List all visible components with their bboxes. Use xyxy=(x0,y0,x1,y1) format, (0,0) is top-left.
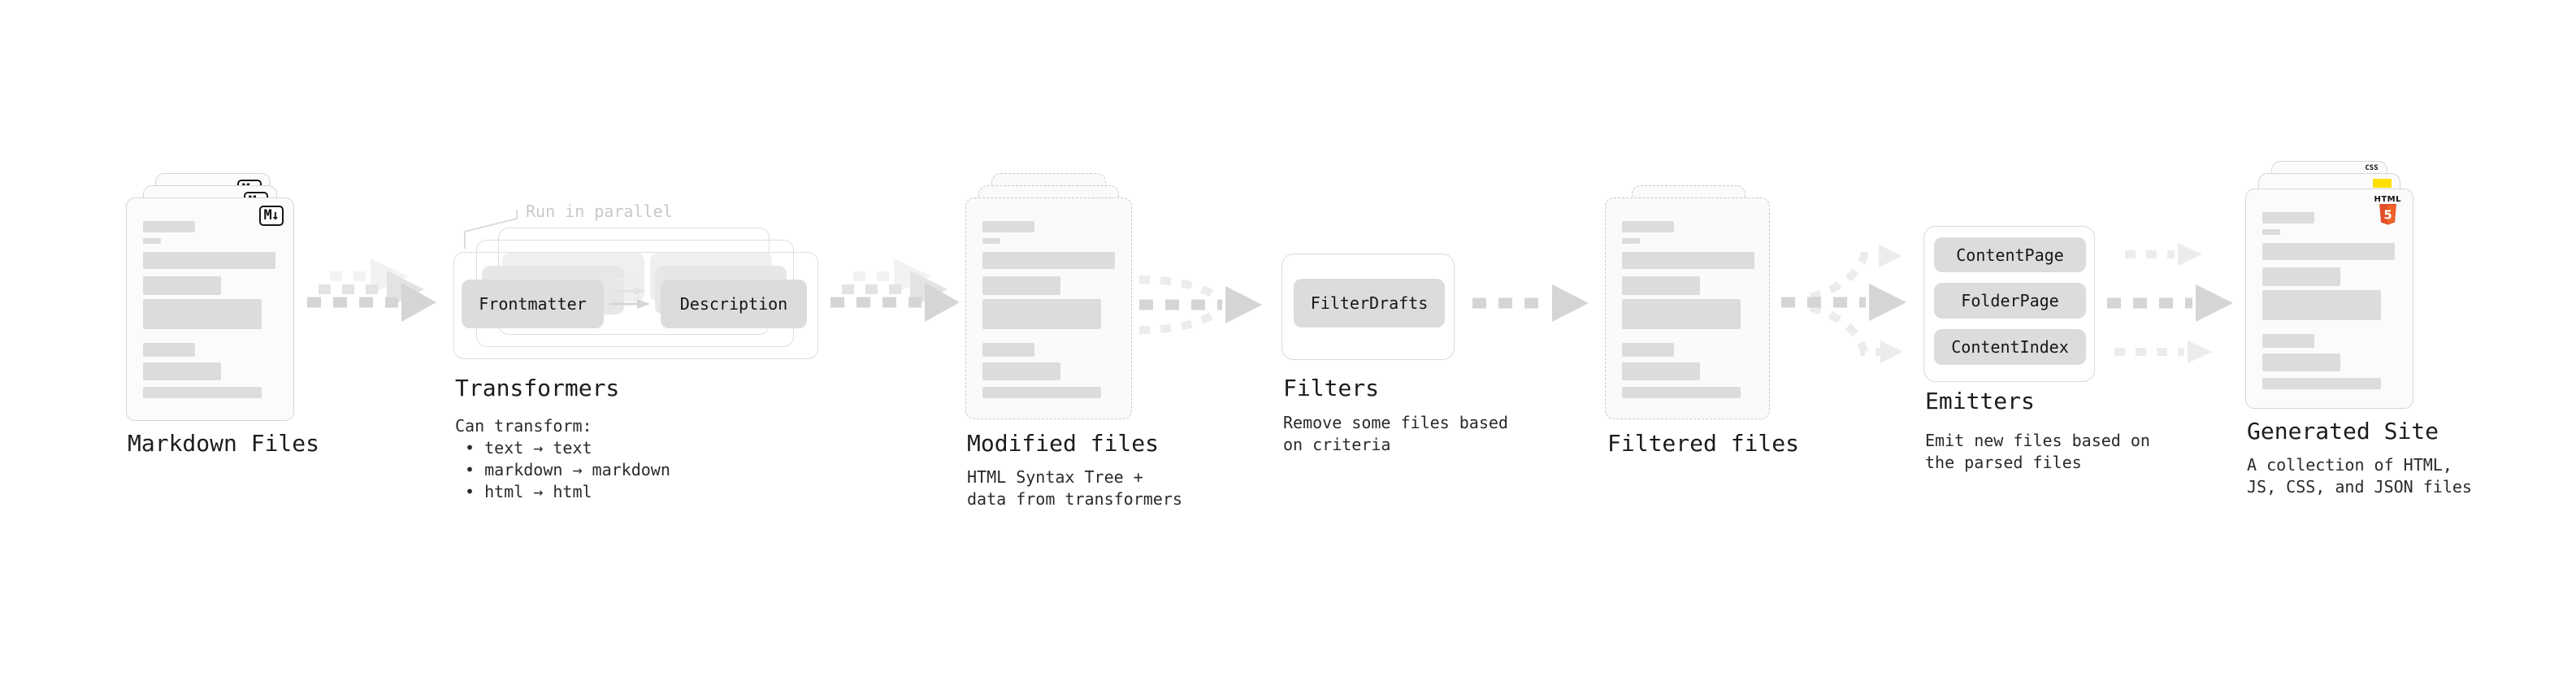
modified-files-description: HTML Syntax Tree + data from transformer… xyxy=(967,466,1182,510)
generated-site-label: Generated Site xyxy=(2247,418,2439,445)
text-line-bar xyxy=(982,238,1000,244)
modified-files-label: Modified files xyxy=(967,430,1160,457)
generated-site-card: HTML 5 xyxy=(2245,189,2413,409)
text-line-bar xyxy=(143,221,195,232)
text-line-bar xyxy=(143,252,275,269)
generated-site-description: A collection of HTML, JS, CSS, and JSON … xyxy=(2247,454,2472,498)
text-line-bar xyxy=(982,362,1060,380)
folderpage-chip: FolderPage xyxy=(1934,283,2086,319)
file-text-lines xyxy=(143,221,275,398)
description-line: HTML Syntax Tree + xyxy=(967,467,1143,487)
transformer-box-front xyxy=(453,252,818,359)
modified-file-card xyxy=(965,197,1132,419)
description-chip: Description xyxy=(661,280,807,328)
arrow-filtered-to-emitters xyxy=(1781,245,1906,363)
description-line: • html → html xyxy=(465,482,592,501)
arrow-transformers-to-modified xyxy=(830,258,960,322)
text-line-bar xyxy=(1622,221,1674,232)
text-line-bar xyxy=(143,362,221,380)
arrow-modified-to-filters xyxy=(1138,275,1262,334)
svg-text:5: 5 xyxy=(2383,209,2392,223)
description-line: on criteria xyxy=(1283,435,1391,454)
text-line-bar xyxy=(982,252,1115,269)
description-line: • text → text xyxy=(465,438,592,458)
text-line-bar xyxy=(143,299,262,329)
text-line-bar xyxy=(143,387,262,398)
text-line-bar xyxy=(982,221,1034,232)
text-line-bar xyxy=(2262,243,2395,260)
emitters-description: Emit new files based on the parsed files xyxy=(1925,430,2150,474)
file-text-lines xyxy=(1622,221,1754,398)
css-badge-text: CSS xyxy=(2365,164,2379,172)
description-line: JS, CSS, and JSON files xyxy=(2247,477,2472,497)
run-in-parallel-annotation: Run in parallel xyxy=(526,202,673,221)
frontmatter-chip: Frontmatter xyxy=(462,280,604,328)
description-line: • markdown → markdown xyxy=(465,460,670,479)
filterdrafts-chip: FilterDrafts xyxy=(1294,279,1445,327)
text-line-bar xyxy=(982,276,1060,295)
description-line: Remove some files based xyxy=(1283,413,1508,432)
text-line-bar xyxy=(2262,334,2314,348)
text-line-bar xyxy=(982,299,1101,329)
contentindex-chip-label: ContentIndex xyxy=(1951,337,2069,357)
js-icon xyxy=(2373,179,2392,188)
description-line: the parsed files xyxy=(1925,453,2082,472)
text-line-bar xyxy=(143,343,195,357)
text-line-bar xyxy=(143,238,161,244)
contentpage-chip: ContentPage xyxy=(1934,237,2086,272)
arrow-emitters-to-generated xyxy=(2107,243,2233,363)
emitters-label: Emitters xyxy=(1925,388,2035,414)
text-line-bar xyxy=(2262,267,2340,286)
arrow-markdown-to-transformers xyxy=(307,258,436,322)
text-line-bar xyxy=(982,387,1101,398)
html5-badge-text: HTML xyxy=(2374,195,2401,204)
filterdrafts-chip-label: FilterDrafts xyxy=(1310,293,1429,313)
file-text-lines xyxy=(982,221,1115,398)
filters-label: Filters xyxy=(1283,375,1380,401)
text-line-bar xyxy=(2262,212,2314,223)
description-chip-label: Description xyxy=(679,294,788,314)
text-line-bar xyxy=(1622,276,1700,295)
text-line-bar xyxy=(143,276,221,295)
text-line-bar xyxy=(982,343,1034,357)
file-text-lines xyxy=(2262,212,2395,389)
markdown-file-card: M↓ xyxy=(126,197,294,421)
contentindex-chip: ContentIndex xyxy=(1934,329,2086,365)
text-line-bar xyxy=(2262,378,2381,389)
description-line: Can transform: xyxy=(455,416,592,436)
text-line-bar xyxy=(1622,343,1674,357)
frontmatter-chip-label: Frontmatter xyxy=(479,294,587,314)
filters-description: Remove some files based on criteria xyxy=(1283,412,1508,456)
text-line-bar xyxy=(1622,387,1741,398)
text-line-bar xyxy=(2262,290,2381,320)
markdown-files-label: Markdown Files xyxy=(128,430,320,457)
filtered-file-card xyxy=(1605,197,1770,419)
arrow-filters-to-filtered xyxy=(1472,284,1589,322)
text-line-bar xyxy=(2262,354,2340,371)
contentpage-chip-label: ContentPage xyxy=(1956,245,2064,265)
text-line-bar xyxy=(1622,252,1754,269)
markdown-icon: M↓ xyxy=(258,206,284,226)
html5-shield: 5 xyxy=(2379,204,2396,225)
text-line-bar xyxy=(1622,238,1640,244)
description-line: data from transformers xyxy=(967,489,1182,509)
description-line: A collection of HTML, xyxy=(2247,455,2452,475)
text-line-bar xyxy=(1622,362,1700,380)
html5-icon: HTML 5 xyxy=(2374,196,2401,225)
text-line-bar xyxy=(1622,299,1741,329)
folderpage-chip-label: FolderPage xyxy=(1961,291,2059,310)
transformers-description: Can transform: • text → text • markdown … xyxy=(455,415,670,503)
filtered-files-label: Filtered files xyxy=(1607,430,1800,457)
transformers-label: Transformers xyxy=(455,375,620,401)
description-line: Emit new files based on xyxy=(1925,431,2150,450)
text-line-bar xyxy=(2262,229,2280,235)
